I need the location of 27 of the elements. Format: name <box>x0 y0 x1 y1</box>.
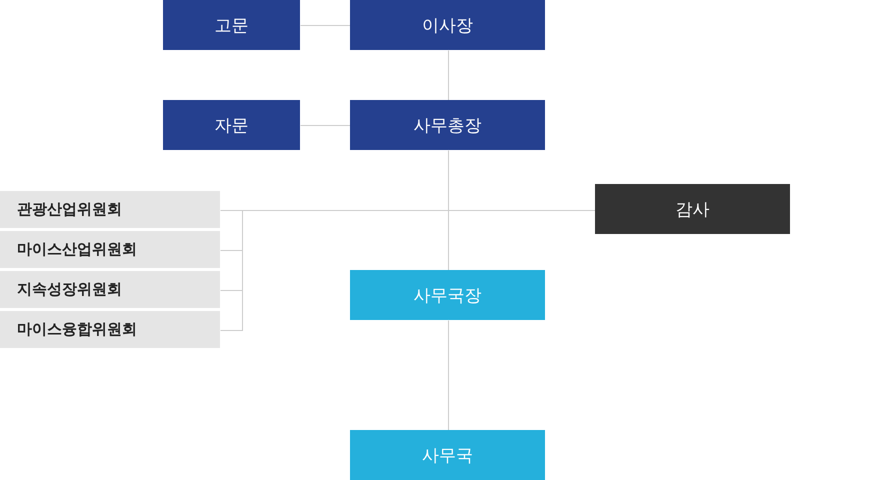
office-box <box>350 430 545 480</box>
connector-line <box>300 125 351 126</box>
box-label: 감사 <box>676 198 710 220</box>
position-box <box>350 0 545 50</box>
box-label: 사무총장 <box>414 114 482 136</box>
connector-line <box>448 320 449 431</box>
box-label: 사무국장 <box>414 284 482 306</box>
committee-box <box>0 231 220 268</box>
committee-box <box>0 271 220 308</box>
box-label: 고문 <box>214 14 248 36</box>
audit-box <box>595 184 790 234</box>
committee-box <box>0 311 220 348</box>
committee-box <box>0 191 220 228</box>
box-label: 마이스산업위원회 <box>17 240 137 259</box>
connector-line <box>448 150 449 271</box>
box-label: 마이스융합위원회 <box>17 320 137 339</box>
office-box <box>350 270 545 320</box>
box-label: 사무국 <box>422 444 473 466</box>
connector-line <box>300 25 351 26</box>
connector-line <box>448 50 449 101</box>
box-label: 관광산업위원회 <box>17 200 122 219</box>
position-box <box>163 100 300 150</box>
box-label: 자문 <box>214 114 248 136</box>
box-label: 지속성장위원회 <box>17 280 122 299</box>
box-label: 이사장 <box>422 14 473 36</box>
position-box <box>163 0 300 50</box>
position-box <box>350 100 545 150</box>
